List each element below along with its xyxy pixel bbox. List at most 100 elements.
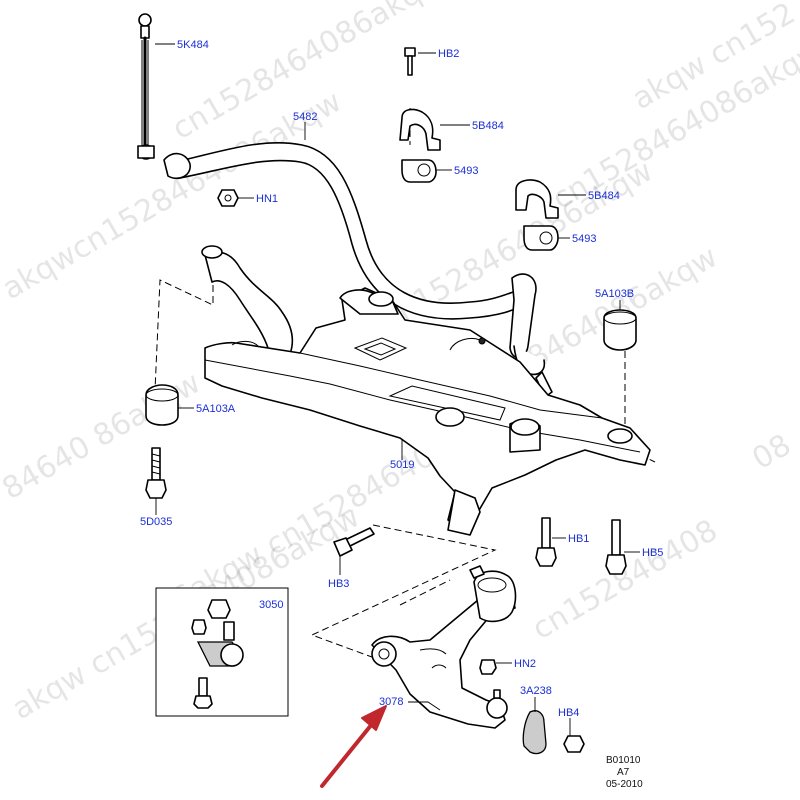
subframe-top-tower [339, 289, 399, 315]
leader-3078 [408, 701, 441, 711]
bolt-hb2-shank [407, 55, 413, 76]
mount-bushings [145, 309, 637, 426]
subframe-body [204, 287, 651, 531]
label-hb5: HB5 [642, 547, 663, 559]
nut-hn2 [479, 659, 497, 675]
bolt-hb5-head [605, 554, 627, 575]
small-hardware [217, 47, 416, 207]
watermark-text: 08 [747, 428, 798, 477]
subframe [201, 245, 651, 536]
subframe-edge [204, 359, 641, 453]
label-3050: 3050 [259, 599, 283, 611]
label-hn2: HN2 [514, 658, 536, 670]
label-5b484-lower: 5B484 [588, 190, 620, 202]
lower-control-arm [371, 565, 517, 729]
bolt-hb5-shank [611, 519, 621, 556]
label-hb3: HB3 [328, 578, 349, 590]
drawing-number: B01010 [606, 755, 641, 766]
subframe-rear-mount [607, 428, 633, 444]
control-arm-detail [419, 648, 447, 669]
inset-bolt [198, 677, 208, 697]
bolt-hb1-shank [541, 517, 551, 549]
bushing-5a103b [603, 309, 637, 351]
brake-line [449, 337, 481, 351]
drawing-revision: A7 [617, 767, 630, 778]
bushing-5493-lower-bore [539, 231, 553, 245]
subframe-lower-bracket [447, 489, 481, 536]
inset-nut [207, 599, 231, 619]
inset-bolt-head [193, 695, 213, 709]
inset-stud [223, 621, 235, 641]
subframe-top-mount [368, 291, 394, 307]
label-5a103a: 5A103A [196, 403, 236, 415]
subframe-plate-inner [363, 342, 397, 356]
label-hb4: HB4 [558, 707, 579, 719]
bushing-5a103a-top [145, 388, 179, 402]
sway-bar-link [137, 13, 155, 160]
link-upper-ball [138, 13, 152, 27]
ball-joint-inset [155, 587, 289, 717]
subframe-left-arm [204, 251, 294, 355]
leader-lines [155, 43, 640, 736]
bushing-5a103a [145, 384, 179, 426]
bolt-hb1-head [535, 547, 557, 567]
red-pointer-arrow [320, 705, 387, 788]
label-hn1: HN1 [256, 193, 278, 205]
control-arm-rear-bushing-top [477, 577, 507, 593]
label-5b484-upper: 5B484 [472, 120, 504, 132]
subframe-center-boss [435, 407, 465, 427]
bracket-5b484-upper [399, 108, 441, 151]
label-5d035: 5D035 [140, 516, 172, 528]
subframe-ridge [299, 352, 603, 419]
label-hb2: HB2 [438, 48, 459, 60]
bolt-hb2-head [404, 47, 416, 57]
control-arm-rear-bushing [473, 570, 517, 623]
label-3a238: 3A238 [520, 685, 552, 697]
guide-line [399, 579, 451, 606]
bolts [145, 447, 627, 575]
label-5019: 5019 [390, 459, 414, 471]
bolt-5d035-thread [151, 453, 161, 475]
nut-hn1-hole [224, 194, 232, 202]
label-5493-upper: 5493 [454, 165, 478, 177]
link-lower-nut [137, 145, 155, 159]
bolt-5d035-head [145, 479, 167, 499]
callout-labels: 5K484 5482 HN1 HB2 5B484 5493 5B484 5493… [140, 39, 663, 719]
bracket-5b484-lower [515, 179, 559, 219]
link-rod-edges [141, 40, 149, 146]
stabilizer-bar-bend [509, 273, 537, 359]
label-hb1: HB1 [568, 533, 589, 545]
heat-shield [522, 710, 585, 755]
subframe-channel [388, 385, 506, 421]
bolt-hb3-head [333, 537, 353, 557]
subframe-plate [353, 337, 408, 361]
subframe-left-mount [201, 245, 223, 259]
nut-hn1 [217, 189, 239, 207]
stabilizer-bar-end [163, 152, 191, 180]
link-upper-nut [140, 25, 150, 39]
label-5a103b: 5A103B [595, 288, 634, 300]
watermark-text: cn152846408 [527, 513, 724, 647]
label-3078: 3078 [379, 696, 403, 708]
stabilizer-bar [163, 141, 553, 398]
guide-line [310, 524, 497, 661]
label-5k484: 5K484 [177, 39, 209, 51]
arrow-head [361, 705, 387, 731]
label-5493-lower: 5493 [572, 233, 596, 245]
brake-line-fitting [478, 337, 486, 345]
control-arm-ball-stud [493, 689, 501, 699]
shield-3a238 [522, 710, 547, 755]
control-arm-front-bore [378, 648, 390, 660]
drawing-code-block: B01010 A7 05-2010 [606, 755, 643, 790]
bushing-5493-upper [401, 159, 437, 183]
watermark-text: 84640 86akqw [0, 365, 207, 507]
guide-line [154, 279, 214, 391]
control-arm-nut [469, 565, 485, 579]
bushing-5a103b-top [603, 311, 637, 325]
bushing-5493-upper-bore [417, 163, 431, 177]
drawing-date: 05-2010 [606, 779, 643, 790]
bushing-brackets [399, 108, 559, 251]
subframe-right-mount [510, 418, 540, 436]
